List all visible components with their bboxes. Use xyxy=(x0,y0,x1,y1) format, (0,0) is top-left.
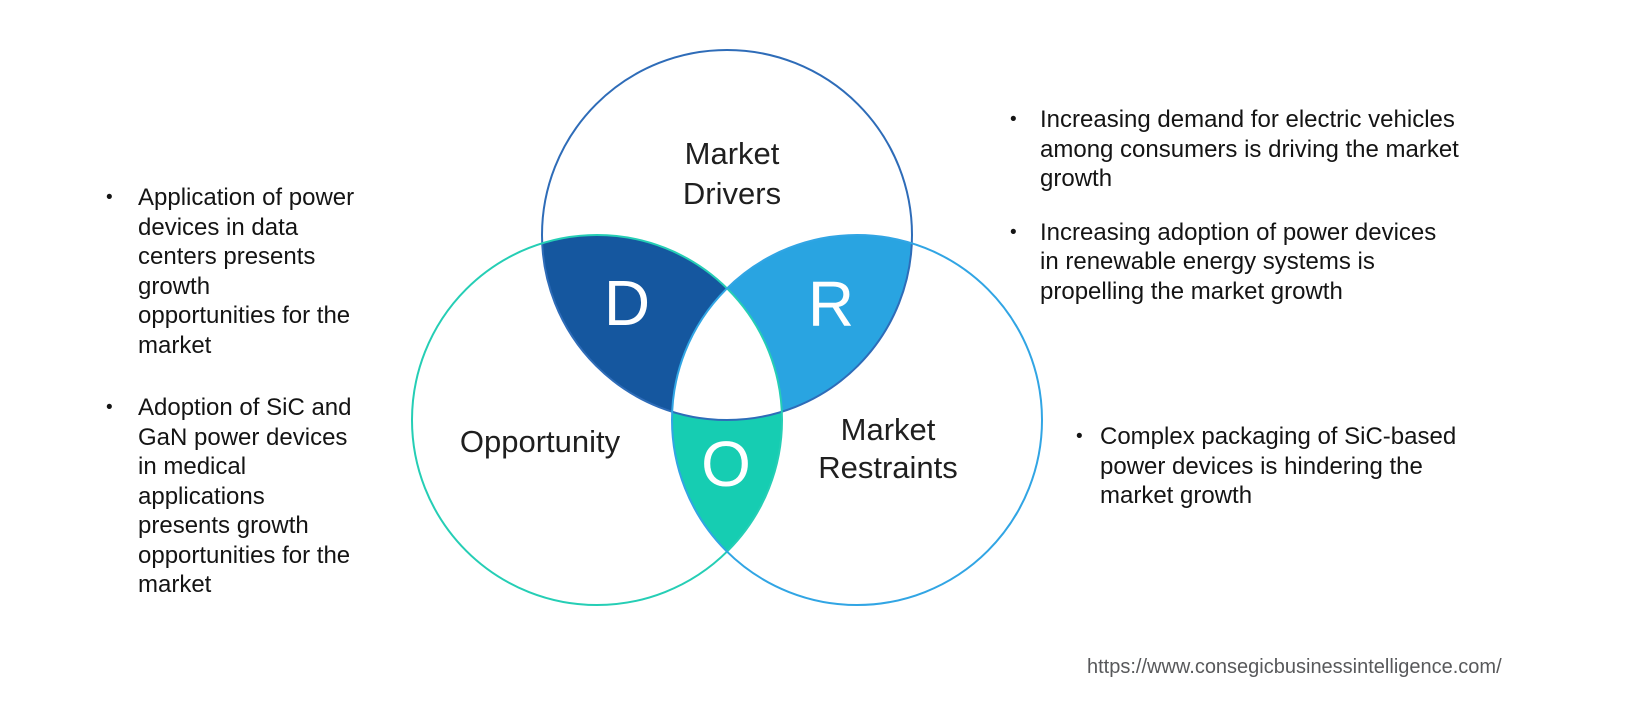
bullet-icon: • xyxy=(106,187,113,208)
drivers-restraints-overlap xyxy=(672,235,912,420)
source-url: https://www.consegicbusinessintelligence… xyxy=(1087,656,1502,678)
restraints-circle-outline xyxy=(671,234,1043,606)
driver-bullet-text: Increasing adoption of power devices in … xyxy=(1040,218,1437,305)
drivers-bullet-list: • Increasing demand for electric vehicle… xyxy=(1005,105,1565,306)
list-item: • Complex packaging of SiC-based power d… xyxy=(1071,422,1551,511)
drivers-opportunity-overlap xyxy=(542,235,782,420)
drivers-letter: D xyxy=(603,267,651,339)
bullet-icon: • xyxy=(1010,221,1017,243)
list-item: • Increasing demand for electric vehicle… xyxy=(1005,105,1565,194)
bullet-icon: • xyxy=(106,397,113,418)
bullet-icon: • xyxy=(1010,109,1017,130)
market-drivers-label: Market Drivers xyxy=(682,136,782,211)
opportunity-circle-outline xyxy=(411,234,783,606)
restraint-bullet-text: Complex packaging of SiC-based power dev… xyxy=(1100,423,1457,509)
list-item: • Increasing adoption of power devices i… xyxy=(1005,218,1565,307)
restraints-bullet-list: • Complex packaging of SiC-based power d… xyxy=(1071,422,1551,511)
list-item: • Adoption of SiC and GaN power devices … xyxy=(101,393,401,600)
opportunity-label: Opportunity xyxy=(459,424,621,459)
opportunity-bullet-text: Adoption of SiC and GaN power devices in… xyxy=(138,394,352,598)
opportunity-letter: O xyxy=(701,428,751,500)
opportunity-bullet-text: Application of power devices in data cen… xyxy=(138,184,355,359)
list-item: • Application of power devices in data c… xyxy=(101,183,401,360)
market-restraints-label: Market Restraints xyxy=(818,412,958,485)
opportunity-bullet-list: • Application of power devices in data c… xyxy=(101,183,401,600)
restraints-letter: R xyxy=(807,268,855,340)
driver-bullet-text: Increasing demand for electric vehicles … xyxy=(1040,106,1459,192)
drivers-circle-outline xyxy=(541,49,913,421)
bullet-icon: • xyxy=(1076,426,1083,447)
